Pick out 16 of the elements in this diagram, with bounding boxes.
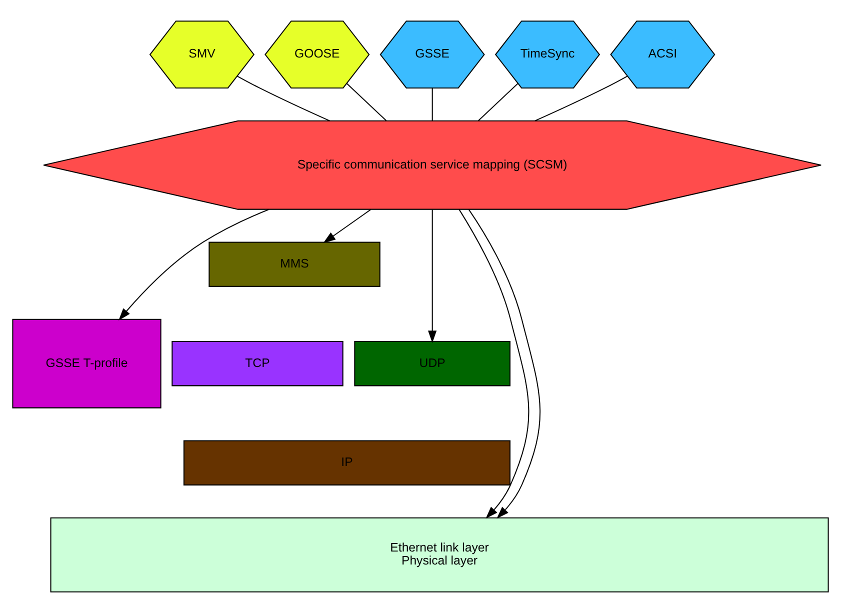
- arrow: [323, 209, 371, 244]
- node-box: Ethernet link layer Physical layer: [50, 517, 829, 592]
- node-box: TCP: [172, 340, 344, 386]
- connector: [237, 76, 330, 122]
- node-box: IP: [183, 440, 510, 486]
- node-box: GSSE T-profile: [12, 318, 162, 408]
- node-box: MMS: [208, 242, 380, 287]
- connector: [478, 83, 518, 121]
- node-box: UDP: [354, 340, 510, 386]
- arrow: [428, 210, 437, 343]
- connector: [534, 76, 628, 122]
- connector: [432, 88, 433, 121]
- arrow: [458, 209, 530, 519]
- arrow: [118, 208, 270, 320]
- connector: [346, 83, 387, 122]
- arrow: [468, 209, 541, 519]
